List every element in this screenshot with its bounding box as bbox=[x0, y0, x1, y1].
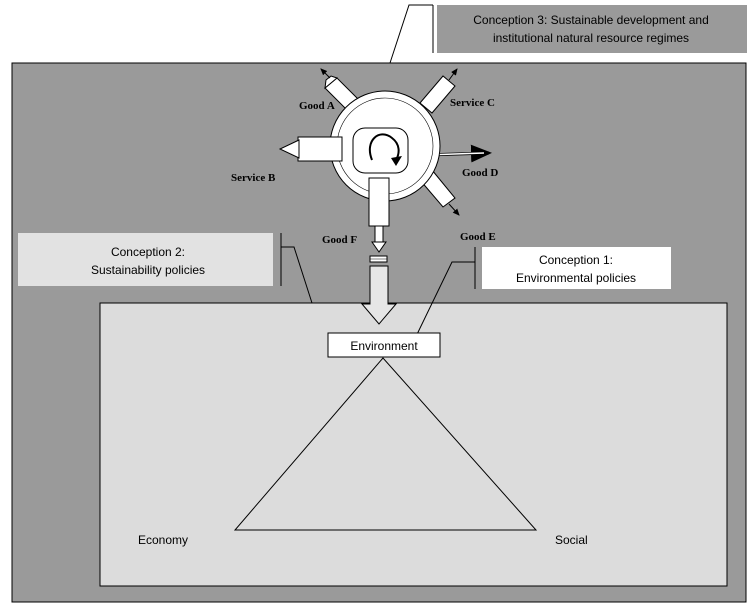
environment-input-arrow bbox=[360, 255, 398, 325]
good-e-label: Good E bbox=[460, 231, 496, 243]
conception2-line1: Conception 2: bbox=[111, 245, 185, 259]
conception2-label: Conception 2: Sustainability policies bbox=[18, 233, 313, 304]
social-label: Social bbox=[555, 533, 588, 547]
conception3-label: Conception 3: Sustainable development an… bbox=[389, 4, 747, 64]
conception2-line2: Sustainability policies bbox=[91, 263, 205, 277]
conception1-line2: Environmental policies bbox=[516, 271, 636, 285]
economy-label: Economy bbox=[138, 533, 188, 547]
service-c-label: Service C bbox=[450, 97, 495, 109]
service-b-label: Service B bbox=[231, 172, 276, 184]
good-f-label: Good F bbox=[322, 234, 357, 246]
conception3-line1: Conception 3: Sustainable development an… bbox=[473, 13, 709, 27]
service-c-arrow bbox=[419, 68, 458, 114]
good-d-label: Good D bbox=[462, 167, 498, 179]
environment-label: Environment bbox=[350, 339, 418, 353]
conception1-label: Conception 1: Environmental policies bbox=[406, 247, 671, 356]
conception1-line1: Conception 1: bbox=[539, 253, 613, 267]
conception3-line2: institutional natural resource regimes bbox=[493, 31, 689, 45]
good-a-label: Good A bbox=[299, 100, 335, 112]
cycle-icon bbox=[369, 133, 400, 161]
sustainability-triangle bbox=[233, 357, 538, 531]
service-b-arrow bbox=[278, 136, 343, 162]
environment-node: Environment bbox=[327, 332, 441, 358]
good-f-arrow bbox=[368, 177, 390, 253]
resource-system bbox=[278, 68, 492, 253]
